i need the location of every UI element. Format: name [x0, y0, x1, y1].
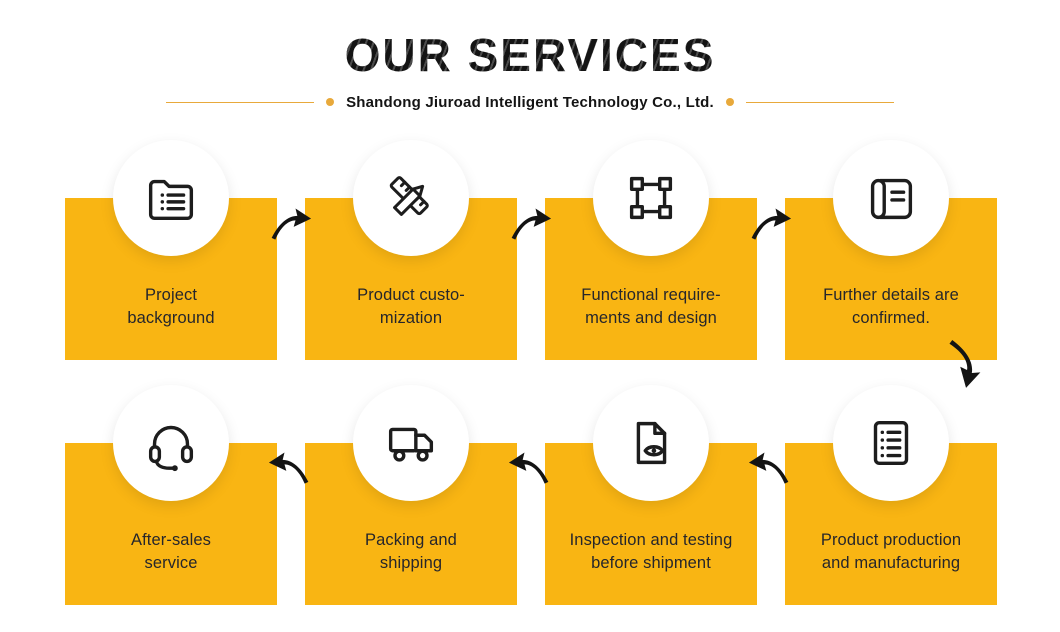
flow-arrow-right-1	[268, 206, 312, 244]
folder-list-icon	[140, 167, 202, 229]
ruler-pencil-icon	[380, 167, 442, 229]
frame-nodes-icon	[620, 167, 682, 229]
subtitle-left-dot	[326, 98, 335, 106]
step-card-project-background: Project background	[65, 140, 277, 360]
blueprint-scroll-icon	[860, 167, 922, 229]
step-icon-circle	[113, 385, 229, 501]
page-title: OUR SERVICES	[0, 28, 1060, 82]
flow-arrow-left-2	[508, 450, 552, 488]
subtitle-left-line	[166, 101, 315, 103]
step-card-functional-requirements: Functional require- ments and design	[545, 140, 757, 360]
production-list-icon	[860, 412, 922, 474]
step-label: Functional require- ments and design	[581, 286, 721, 327]
subtitle-right-dot	[725, 98, 734, 106]
step-card-product-customization: Product custo- mization	[305, 140, 517, 360]
step-icon-circle	[353, 385, 469, 501]
step-label: Product production and manufacturing	[820, 531, 962, 572]
company-name: Shandong Jiuroad Intelligent Technology …	[346, 93, 714, 111]
step-card-details-confirmed: Further details are confirmed.	[785, 140, 997, 360]
step-label: Further details are confirmed.	[823, 286, 959, 327]
step-label: Project background	[127, 286, 215, 327]
step-icon-circle	[113, 140, 229, 256]
step-icon-circle	[593, 385, 709, 501]
step-icon-circle	[833, 385, 949, 501]
step-icon-circle	[353, 140, 469, 256]
flow-arrow-right-2	[508, 206, 552, 244]
step-card-inspection-testing: Inspection and testing before shipment	[545, 385, 757, 605]
step-label: Inspection and testing before shipment	[569, 531, 733, 572]
subtitle: Shandong Jiuroad Intelligent Technology …	[0, 92, 1060, 112]
subtitle-right-line	[745, 101, 894, 103]
flow-arrow-left-3	[268, 450, 312, 488]
step-icon-circle	[833, 140, 949, 256]
inspection-eye-icon	[620, 412, 682, 474]
step-card-after-sales: After-sales service	[65, 385, 277, 605]
truck-icon	[380, 412, 442, 474]
flow-arrow-right-3	[748, 206, 792, 244]
headset-icon	[140, 412, 202, 472]
step-card-product-production: Product production and manufacturing	[785, 385, 997, 605]
step-label: After-sales service	[131, 531, 211, 572]
flow-arrow-left-1	[748, 450, 792, 488]
step-label: Packing and shipping	[365, 531, 457, 572]
step-label: Product custo- mization	[357, 286, 465, 327]
step-card-packing-shipping: Packing and shipping	[305, 385, 517, 605]
step-icon-circle	[593, 140, 709, 256]
flow-arrow-down	[938, 339, 988, 388]
